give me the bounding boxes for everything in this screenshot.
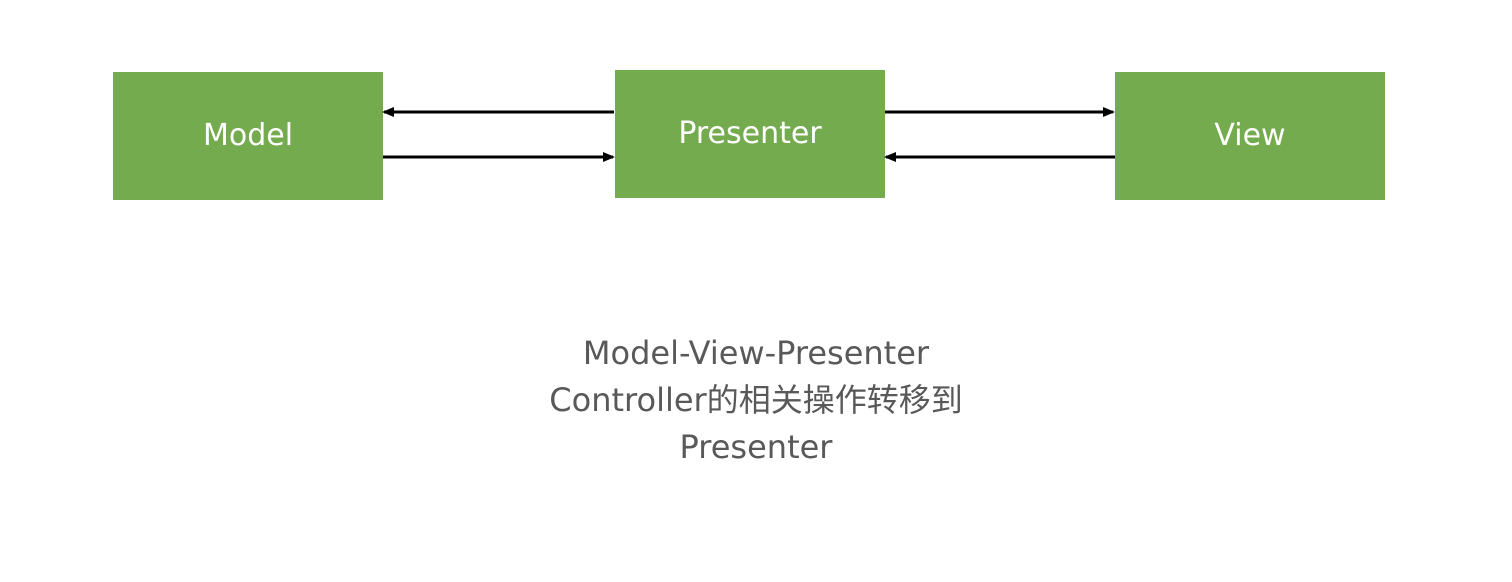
presenter-label: Presenter — [678, 116, 822, 151]
view-label: View — [1214, 118, 1286, 153]
diagram-caption: Model-View-Presenter Controller的相关操作转移到 … — [0, 330, 1512, 471]
presenter-box: Presenter — [615, 70, 885, 198]
caption-line-1: Model-View-Presenter — [582, 334, 930, 372]
caption-line-3: Presenter — [679, 428, 833, 466]
caption-line-2: Controller的相关操作转移到 — [549, 381, 963, 419]
model-label: Model — [202, 118, 294, 153]
model-box: Model — [113, 72, 383, 200]
view-box: View — [1115, 72, 1385, 200]
